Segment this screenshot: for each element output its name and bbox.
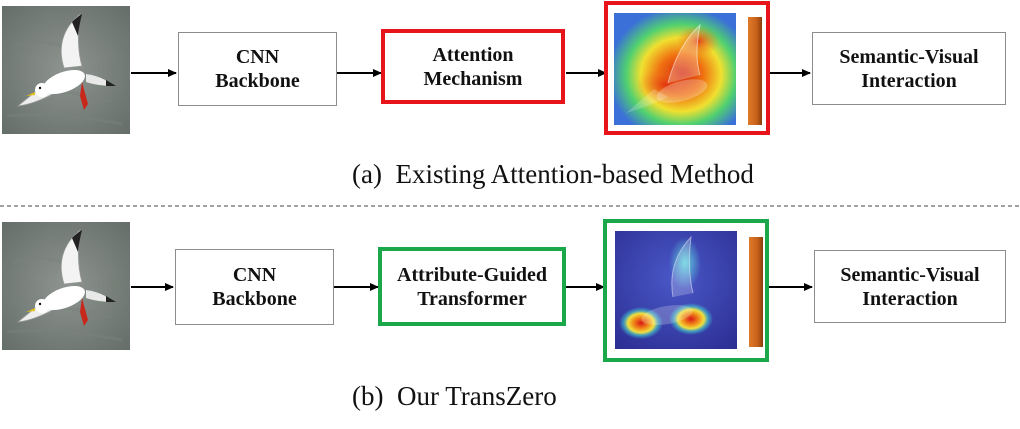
caption-b: (b) Our TransZero bbox=[352, 381, 557, 412]
heatmap-overlay-icon bbox=[615, 231, 763, 349]
orange-feature-bar-icon bbox=[748, 17, 762, 125]
heatmap-overlay-icon bbox=[614, 13, 762, 125]
orange-feature-bar-icon bbox=[749, 237, 763, 347]
caption-b-text: Our TransZero bbox=[396, 381, 557, 411]
attribute-guided-transformer-box: Attribute-Guided Transformer bbox=[378, 247, 566, 326]
seagull-photo-icon bbox=[2, 6, 130, 134]
caption-a-letter: (a) bbox=[352, 159, 382, 189]
attention-mechanism-box: Attention Mechanism bbox=[381, 29, 565, 104]
semantic-visual-interaction-box-b: Semantic-Visual Interaction bbox=[814, 250, 1006, 323]
caption-b-letter: (b) bbox=[352, 381, 384, 411]
cnn-backbone-box-b: CNN Backbone bbox=[175, 249, 334, 325]
attention-map-frame-a bbox=[604, 1, 770, 135]
attention-map-frame-b bbox=[603, 219, 769, 362]
cnn-backbone-box-a: CNN Backbone bbox=[178, 32, 337, 106]
caption-a-text: Existing Attention-based Method bbox=[395, 159, 754, 189]
input-image-b bbox=[2, 222, 130, 350]
semantic-visual-interaction-box-a: Semantic-Visual Interaction bbox=[812, 32, 1006, 105]
caption-a: (a) Existing Attention-based Method bbox=[352, 159, 754, 190]
input-image-a bbox=[2, 6, 130, 134]
seagull-photo-icon bbox=[2, 222, 130, 350]
